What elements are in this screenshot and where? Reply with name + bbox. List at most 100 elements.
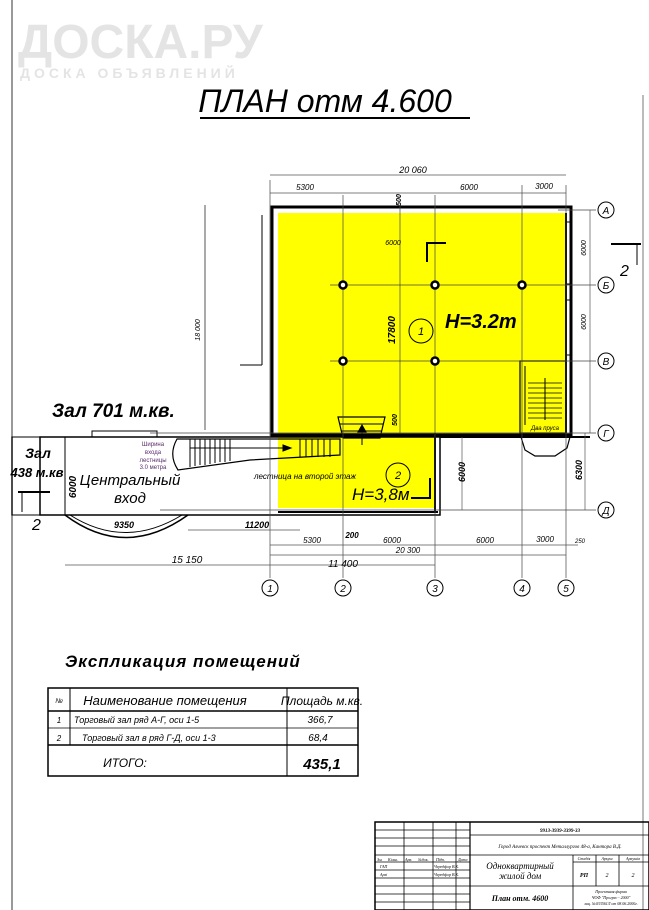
central-entrance-label-1: Центральный (80, 472, 181, 489)
axis-markers-vertical: 1 2 3 4 5 (261, 579, 575, 597)
svg-text:Кільк.: Кільк. (387, 857, 398, 862)
dim: 5300 (303, 536, 321, 545)
room-2-number: 2 (394, 470, 401, 482)
dim: 6000 (581, 314, 588, 330)
svg-text:Торговый зал в ряд Г-Д, оси 1-: Торговый зал в ряд Г-Д, оси 1-3 (82, 733, 216, 743)
stair-width-note: Ширина входа лестницы 3.0 метра (140, 442, 168, 471)
svg-text:РП: РП (580, 873, 589, 879)
svg-text:Стадія: Стадія (578, 856, 591, 861)
dim: 6000 (457, 462, 467, 482)
svg-text:2: 2 (606, 873, 609, 879)
room-2-marker (385, 462, 411, 488)
svg-text:ДОСКА.РУ: ДОСКА.РУ (18, 16, 264, 69)
dim: 6300 (574, 460, 584, 480)
svg-text:Зм.: Зм. (377, 857, 383, 862)
svg-text:План отм. 4600: План отм. 4600 (491, 894, 548, 903)
room-1-fill (278, 213, 566, 433)
svg-text:Аркушів: Аркушів (625, 856, 640, 861)
svg-text:1: 1 (57, 716, 61, 725)
column (517, 280, 527, 290)
header-name: Наименование помещения (83, 693, 247, 708)
dim: 3000 (535, 182, 553, 191)
axis-V: В (603, 357, 610, 368)
header-no: № (55, 698, 63, 705)
dim: 500 (392, 414, 399, 426)
svg-text:Архі: Архі (379, 872, 387, 877)
title-block (374, 821, 649, 910)
svg-text:Дата: Дата (457, 857, 467, 862)
total-label: ИТОГО: (103, 756, 147, 770)
dim: 18 000 (195, 319, 202, 341)
svg-text:3.0 метра: 3.0 метра (140, 465, 167, 471)
svg-text:№док.: №док. (417, 857, 429, 862)
dim: 17800 (387, 316, 398, 344)
header-area: Площадь м.кв. (281, 694, 363, 708)
dimension-lines (65, 174, 591, 566)
room-2-height: H=3,8м (352, 485, 410, 504)
dim: 5300 (296, 183, 314, 192)
svg-text:9913-3939-3399-33: 9913-3939-3399-33 (540, 829, 580, 834)
svg-text:входа: входа (145, 450, 162, 456)
dim: 200 (344, 531, 359, 540)
axis-A: А (602, 206, 610, 217)
axis-3: 3 (432, 584, 438, 595)
axis-B: Б (603, 281, 610, 292)
svg-text:Чередфор В.К.: Чередфор В.К. (434, 864, 459, 869)
dim: 250 (574, 539, 586, 545)
axis-markers-horizontal: А Б В Г Д (597, 201, 615, 519)
dim: 6000 (581, 240, 588, 256)
axis-1: 1 (267, 584, 273, 595)
svg-text:2: 2 (56, 734, 62, 743)
explication-table (47, 687, 359, 777)
svg-text:ГАП: ГАП (379, 864, 388, 869)
axis-4: 4 (519, 584, 525, 595)
table-row: 2 Торговый зал в ряд Г-Д, оси 1-3 68,4 (56, 733, 328, 744)
column (430, 280, 440, 290)
axis-5: 5 (563, 584, 569, 595)
svg-text:Ширина: Ширина (142, 442, 165, 448)
stair-to-second-floor-label: лестница на второй этаж (253, 472, 356, 481)
dim: 15 150 (172, 555, 203, 566)
watermark-logo: ДОСКА.РУ ДОСКА ОБЪЯВЛЕНИЙ (18, 16, 264, 81)
dim: 6000 (476, 536, 494, 545)
table-row: 1 Торговый зал ряд А-Г, оси 1-5 366,7 (57, 715, 333, 726)
title-block-text: 9913-3939-3399-33 Город Алчевск проспект… (377, 829, 640, 906)
dim: 500 (396, 194, 403, 206)
hall-701-label: Зал 701 м.кв. (52, 401, 175, 422)
axis-G: Г (603, 429, 610, 440)
svg-text:Чередфор В.К.: Чередфор В.К. (434, 872, 459, 877)
svg-text:Торговый зал ряд А-Г, оси 1-5: Торговый зал ряд А-Г, оси 1-5 (74, 715, 200, 725)
section-marks (18, 242, 641, 512)
section-mark-right: 2 (619, 263, 629, 280)
axis-D: Д (601, 506, 609, 517)
stair-main (172, 416, 386, 471)
two-flights-label: Два пруса (530, 426, 560, 432)
plan-title: ПЛАН отм 4.600 (198, 83, 452, 119)
room-1-number: 1 (418, 326, 424, 338)
hall-438-label-1: Зал (25, 445, 51, 461)
svg-text:жилой дом: жилой дом (499, 871, 542, 881)
svg-text:68,4: 68,4 (308, 733, 328, 744)
dim: 20 300 (395, 546, 421, 555)
dimension-labels: 20 060 5300 6000 3000 500 6000 17800 18 … (68, 165, 588, 570)
dim: 11200 (245, 520, 269, 530)
svg-text:Город Алчевск проспект Металлу: Город Алчевск проспект Металлургов 48-а,… (497, 845, 621, 850)
total-value: 435,1 (302, 756, 341, 773)
columns (338, 280, 527, 366)
svg-text:Одноквартирный: Одноквартирный (486, 861, 554, 871)
svg-text:366,7: 366,7 (307, 715, 332, 726)
svg-text:Аркуш: Аркуш (600, 856, 612, 861)
dim: 9350 (114, 520, 134, 530)
section-mark-left: 2 (31, 517, 41, 534)
dim-total-top: 20 060 (398, 165, 427, 175)
svg-text:ДОСКА ОБЪЯВЛЕНИЙ: ДОСКА ОБЪЯВЛЕНИЙ (20, 64, 239, 81)
hall-438-label-2: 438 м.кв (10, 465, 64, 480)
dim: 6000 (385, 240, 401, 247)
grid-lines (150, 180, 596, 578)
svg-text:Проектная фирма: Проектная фирма (594, 889, 626, 894)
column (338, 356, 348, 366)
svg-text:Арк.: Арк. (404, 857, 412, 862)
column (430, 356, 440, 366)
dim: 3000 (536, 535, 554, 544)
